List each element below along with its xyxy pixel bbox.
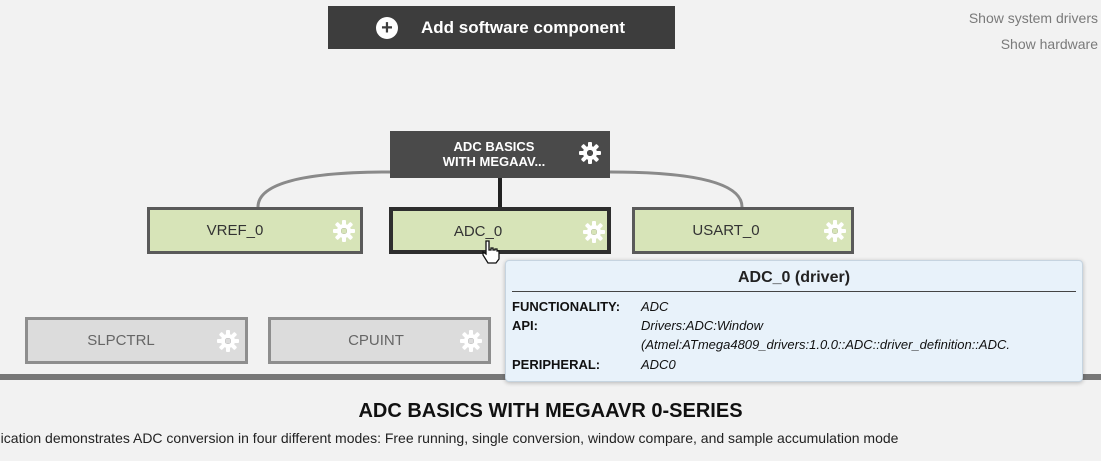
gear-icon[interactable] [459,329,483,353]
tooltip-peripheral-value: ADC0 [641,357,676,372]
tooltip-api-label: API: [512,318,538,333]
tooltip-api-value-line1: Drivers:ADC:Window [641,318,763,333]
tooltip-functionality-label: FUNCTIONALITY: [512,299,621,314]
application-description: pplication demonstrates ADC conversion i… [0,430,899,446]
node-slpctrl[interactable]: SLPCTRL [25,317,248,364]
node-slpctrl-label: SLPCTRL [87,332,155,349]
connector-vref [256,170,391,208]
node-adc[interactable]: ADC_0 [389,207,611,254]
gear-icon[interactable] [582,220,606,244]
node-cpuint[interactable]: CPUINT [268,317,491,364]
tooltip-functionality-value: ADC [641,299,669,314]
application-title: ADC BASICS WITH MEGAAVR 0-SERIES [358,400,743,422]
gear-icon[interactable] [578,141,602,165]
application-node-title: ADC BASICS WITH MEGAAV... [442,139,546,169]
gear-icon[interactable] [216,329,240,353]
node-usart[interactable]: USART_0 [632,207,854,254]
add-software-component-button[interactable]: + Add software component [328,6,675,49]
driver-tooltip: ADC_0 (driver) FUNCTIONALITY: ADC API: D… [505,260,1083,382]
show-hardware-link[interactable]: Show hardware [1000,36,1098,52]
connector-usart [609,170,744,208]
node-usart-label: USART_0 [692,222,760,239]
node-vref[interactable]: VREF_0 [147,207,363,254]
node-cpuint-label: CPUINT [348,332,404,349]
hand-cursor-icon [482,240,500,264]
node-adc-label: ADC_0 [453,223,503,240]
tooltip-api-value-line2: (Atmel:ATmega4809_drivers:1.0.0::ADC::dr… [641,337,1010,352]
show-system-drivers-link[interactable]: Show system drivers [968,10,1098,26]
application-node[interactable]: ADC BASICS WITH MEGAAV... [390,131,610,178]
node-vref-label: VREF_0 [206,222,264,239]
tooltip-peripheral-label: PERIPHERAL: [512,357,601,372]
tooltip-title: ADC_0 (driver) [737,269,851,286]
tooltip-rule [512,291,1076,292]
plus-circle-icon: + [376,17,398,39]
gear-icon[interactable] [332,219,356,243]
add-software-component-label: Add software component [421,18,626,37]
gear-icon[interactable] [823,219,847,243]
